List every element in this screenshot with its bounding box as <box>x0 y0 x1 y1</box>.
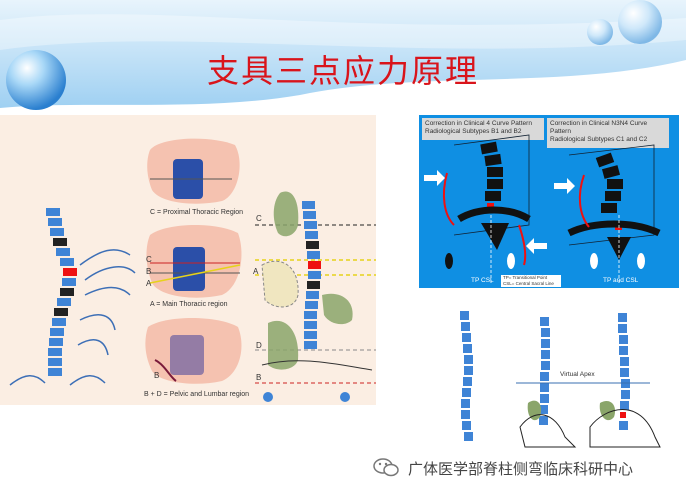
region-label-a: A = Main Thoracic region <box>150 301 228 308</box>
spine-left-icon <box>457 141 531 250</box>
bottom-label-left: TP CSL <box>471 277 494 284</box>
legend-transitional-point: TP= Transitional Point <box>503 275 548 280</box>
left-title-1: Correction in Clinical 4 Curve Pattern <box>425 120 532 127</box>
footer-watermark: 广体医学部脊柱侧弯临床科研中心 <box>372 455 672 479</box>
footer-text: 广体医学部脊柱侧弯临床科研中心 <box>408 460 634 478</box>
right-title-2: Pattern <box>550 128 571 135</box>
trunk-section-pelvic-lumbar-icon <box>145 318 242 384</box>
side-mark-b: B <box>256 373 262 382</box>
side-mark-c: C <box>256 214 262 223</box>
region-label-c: C = Proximal Thoracic Region <box>150 209 244 216</box>
decor-bubble <box>587 19 613 45</box>
legend-central-sacral-line: CSL= Central Sacral Line <box>503 281 554 286</box>
side-mark-d: D <box>256 341 262 350</box>
right-title-3: Radiological Subtypes C1 and C2 <box>550 136 648 143</box>
figure-correction-patterns: Correction in Clinical 4 Curve Pattern R… <box>419 115 679 288</box>
region-label-bd: B + D = Pelvic and Lumbar region <box>144 391 250 398</box>
figure-left-drawing <box>9 138 376 402</box>
trunk-section-main-thoracic-icon <box>146 224 242 298</box>
spine-c-icon <box>618 313 630 430</box>
figure-virtual-apex: Virtual Apex <box>440 307 664 455</box>
spine-column-icon <box>46 208 77 376</box>
slide-header <box>0 0 686 112</box>
slide-title: 支具三点应力原理 <box>206 52 479 90</box>
bottom-label-right: TP and CSL <box>603 277 639 284</box>
figure-three-point-pressure: C = Proximal Thoracic Region A = Main Th… <box>0 115 376 405</box>
header-background <box>0 0 686 112</box>
mark-b: B <box>146 267 152 276</box>
figure-blue-drawing <box>422 118 669 287</box>
spine-b-icon <box>539 317 550 425</box>
side-mark-a: A <box>253 267 259 276</box>
arrow-left-icon <box>526 238 547 254</box>
trunk-section-proximal-icon <box>147 138 240 204</box>
decor-bubble <box>618 0 662 44</box>
left-title-2: Radiological Subtypes B1 and B2 <box>425 128 522 135</box>
mark-c: C <box>146 255 152 264</box>
virtual-apex-label: Virtual Apex <box>560 371 595 378</box>
brace-side-view-icon <box>255 191 376 402</box>
decor-bubble <box>6 50 66 110</box>
mark-a: A <box>146 279 152 288</box>
arrow-right-icon <box>424 170 445 186</box>
wechat-icon <box>373 458 399 477</box>
mark-b2: B <box>154 371 160 380</box>
arrow-right-icon <box>554 178 575 194</box>
spine-right-icon <box>567 152 661 260</box>
spine-a-icon <box>460 311 473 441</box>
figure-bottom-drawing <box>460 311 661 448</box>
right-title-1: Correction in Clinical N3N4 Curve <box>550 120 648 127</box>
